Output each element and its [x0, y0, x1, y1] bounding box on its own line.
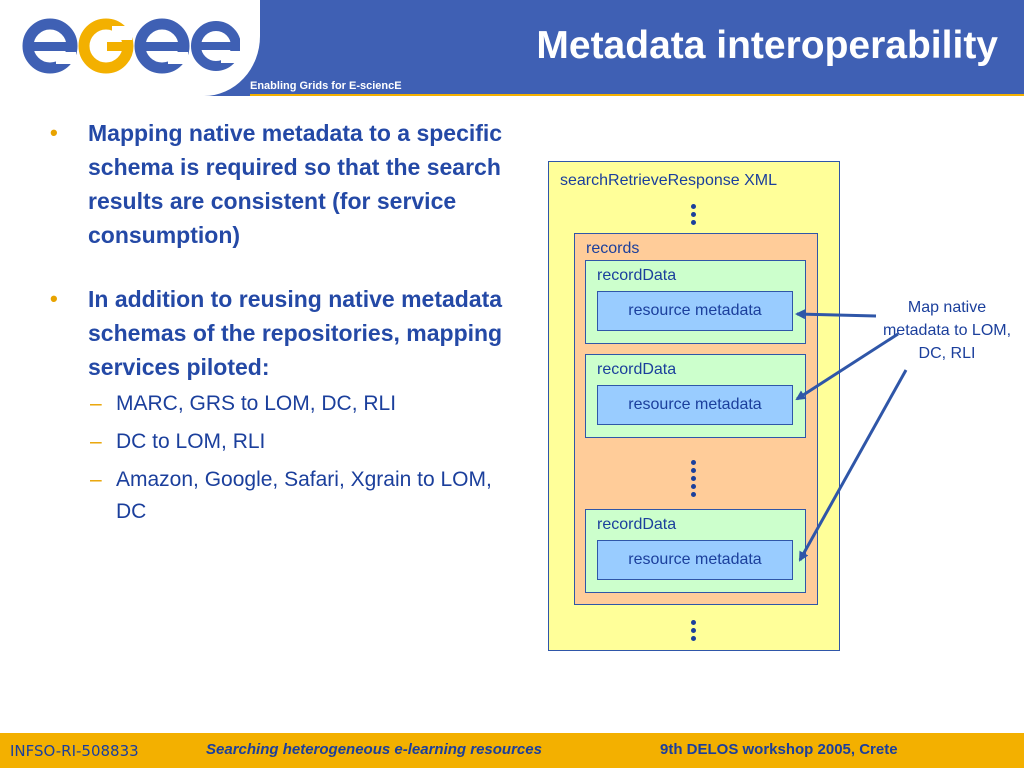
egee-logo-icon	[22, 18, 240, 74]
bullet-text: Mapping native metadata to a specific sc…	[88, 120, 503, 248]
bullet-marker-icon: •	[50, 286, 58, 311]
sub-bullet-item: – Amazon, Google, Safari, Xgrain to LOM,…	[88, 464, 514, 528]
sub-bullet-item: – DC to LOM, RLI	[88, 426, 514, 458]
arrow-to-third-resource	[798, 369, 908, 562]
header: Metadata interoperability Enabling Grids…	[0, 0, 1024, 96]
dash-marker-icon: –	[90, 468, 102, 491]
bullet-item: • In addition to reusing native metadata…	[44, 282, 514, 528]
footer: INFSO-RI-508833 Searching heterogeneous …	[0, 733, 1024, 768]
record-data-label: recordData	[597, 361, 677, 378]
bullet-list: • Mapping native metadata to a specific …	[44, 116, 514, 528]
footer-presentation-title: Searching heterogeneous e-learning resou…	[206, 741, 542, 758]
sub-bullet-text: Amazon, Google, Safari, Xgrain to LOM, D…	[116, 468, 492, 523]
bullet-text: In addition to reusing native metadata s…	[88, 286, 503, 380]
bullet-marker-icon: •	[50, 120, 58, 145]
resource-metadata-box: resource metadata	[597, 291, 793, 331]
records-label: records	[586, 240, 640, 257]
slide-title: Metadata interoperability	[536, 24, 998, 67]
sub-bullet-list: – MARC, GRS to LOM, DC, RLI – DC to LOM,…	[44, 388, 514, 528]
mapping-note: Map native metadata to LOM, DC, RLI	[882, 299, 1012, 362]
dash-marker-icon: –	[90, 430, 102, 453]
record-data-label: recordData	[597, 267, 677, 284]
sub-bullet-text: DC to LOM, RLI	[116, 430, 266, 453]
sub-bullet-text: MARC, GRS to LOM, DC, RLI	[116, 392, 397, 415]
ellipsis-middle-icon	[690, 460, 696, 500]
arrow-to-second-resource	[795, 332, 899, 401]
logo-area	[0, 0, 260, 96]
dash-marker-icon: –	[90, 392, 102, 415]
ellipsis-top-icon	[690, 204, 696, 228]
resource-metadata-box: resource metadata	[597, 385, 793, 425]
resource-metadata-box: resource metadata	[597, 540, 793, 580]
sub-bullet-item: – MARC, GRS to LOM, DC, RLI	[88, 388, 514, 420]
outer-box-label: searchRetrieveResponse XML	[560, 172, 777, 189]
header-tagline: Enabling Grids for E-sciencE	[250, 80, 402, 92]
ellipsis-bottom-icon	[690, 620, 696, 644]
footer-event: 9th DELOS workshop 2005, Crete	[660, 741, 898, 758]
header-accent-line	[250, 94, 1024, 96]
bullet-item: • Mapping native metadata to a specific …	[44, 116, 514, 252]
record-data-label: recordData	[597, 516, 677, 533]
arrow-to-first-resource	[795, 309, 877, 320]
footer-project-code: INFSO-RI-508833	[10, 742, 139, 760]
